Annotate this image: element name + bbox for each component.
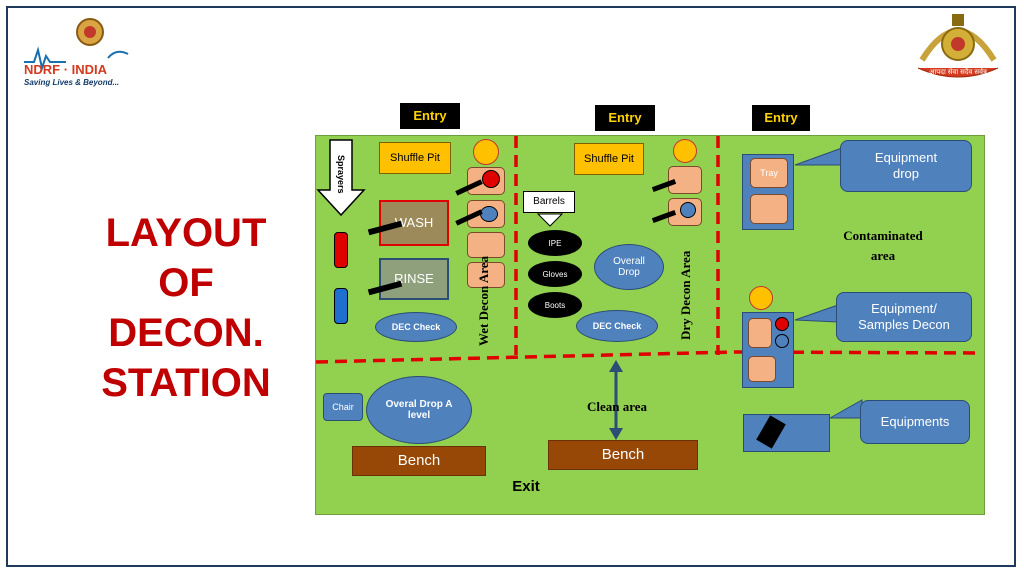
title-line: STATION bbox=[101, 361, 271, 405]
person-head-icon bbox=[749, 286, 773, 310]
shuffle-pit-wet: Shuffle Pit bbox=[379, 142, 451, 174]
bench-left: Bench bbox=[352, 446, 486, 476]
ndrf-logo-text: NDRF · INDIA bbox=[24, 62, 108, 77]
dec-check-dry: DEC Check bbox=[576, 310, 658, 342]
barrel-gloves: Gloves bbox=[528, 261, 582, 287]
red-marker-icon bbox=[775, 317, 789, 331]
slide-frame bbox=[6, 6, 1016, 567]
samples-bin-top bbox=[748, 318, 772, 348]
bench-right: Bench bbox=[548, 440, 698, 470]
slide-title: LAYOUT OF DECON. STATION bbox=[86, 208, 286, 408]
ndrf-crest: आपदा सेवा सदैव सर्वत्र bbox=[912, 8, 1004, 86]
blue-marker-icon bbox=[775, 334, 789, 348]
equipments-callout: Equipments bbox=[860, 400, 970, 444]
overal-drop-a-level: Overal Drop A level bbox=[366, 376, 472, 444]
shuffle-pit-dry: Shuffle Pit bbox=[574, 143, 644, 175]
person-head-icon bbox=[673, 139, 697, 163]
ndrf-logo: NDRF · INDIA Saving Lives & Beyond... bbox=[20, 10, 135, 90]
title-line: LAYOUT bbox=[105, 211, 267, 255]
samples-bin-bottom bbox=[748, 356, 776, 382]
barrel-ipe: IPE bbox=[528, 230, 582, 256]
sprayers-label: Sprayers bbox=[336, 155, 346, 194]
blue-marker-icon bbox=[480, 206, 498, 222]
entry-label-dry: Entry bbox=[595, 105, 655, 131]
entry-label-contaminated: Entry bbox=[752, 105, 810, 131]
exit-label: Exit bbox=[512, 478, 540, 495]
contaminated-area-label: Contaminated area bbox=[843, 228, 923, 263]
sprayer-bottle-blue-icon bbox=[334, 288, 348, 324]
ndrf-emblem-icon bbox=[24, 18, 129, 72]
overall-drop-dry: Overall Drop bbox=[594, 244, 664, 290]
tray: Tray bbox=[750, 158, 788, 188]
crest-motto: आपदा सेवा सदैव सर्वत्र bbox=[929, 69, 987, 76]
equipments-mat bbox=[743, 414, 830, 452]
wet-station-lower bbox=[467, 232, 505, 258]
barrels-label: Barrels bbox=[523, 191, 575, 213]
red-marker-icon bbox=[482, 170, 500, 188]
person-head-icon bbox=[473, 139, 499, 165]
dry-decon-area-label: Dry Decon Area bbox=[678, 250, 693, 340]
barrel-boots: Boots bbox=[528, 292, 582, 318]
clean-area-label: Clean area bbox=[586, 399, 648, 414]
wet-station-bottom bbox=[467, 262, 505, 288]
entry-label-wet: Entry bbox=[400, 103, 460, 129]
chair: Chair bbox=[323, 393, 363, 421]
wet-decon-area-label: Wet Decon Area bbox=[476, 255, 491, 346]
crest-icon bbox=[917, 14, 999, 78]
rinse-station: RINSE bbox=[379, 258, 449, 300]
blue-marker-icon bbox=[680, 202, 696, 218]
title-line: DECON. bbox=[108, 311, 264, 355]
equipment-drop-callout: Equipment drop bbox=[840, 140, 972, 192]
title-line: OF bbox=[158, 261, 214, 305]
wash-station: WASH bbox=[379, 200, 449, 246]
dec-check-wet: DEC Check bbox=[375, 312, 457, 342]
sprayer-bottle-red-icon bbox=[334, 232, 348, 268]
tray-drop-bin bbox=[750, 194, 788, 224]
ndrf-tagline: Saving Lives & Beyond... bbox=[24, 78, 120, 87]
samples-decon-callout: Equipment/ Samples Decon bbox=[836, 292, 972, 342]
